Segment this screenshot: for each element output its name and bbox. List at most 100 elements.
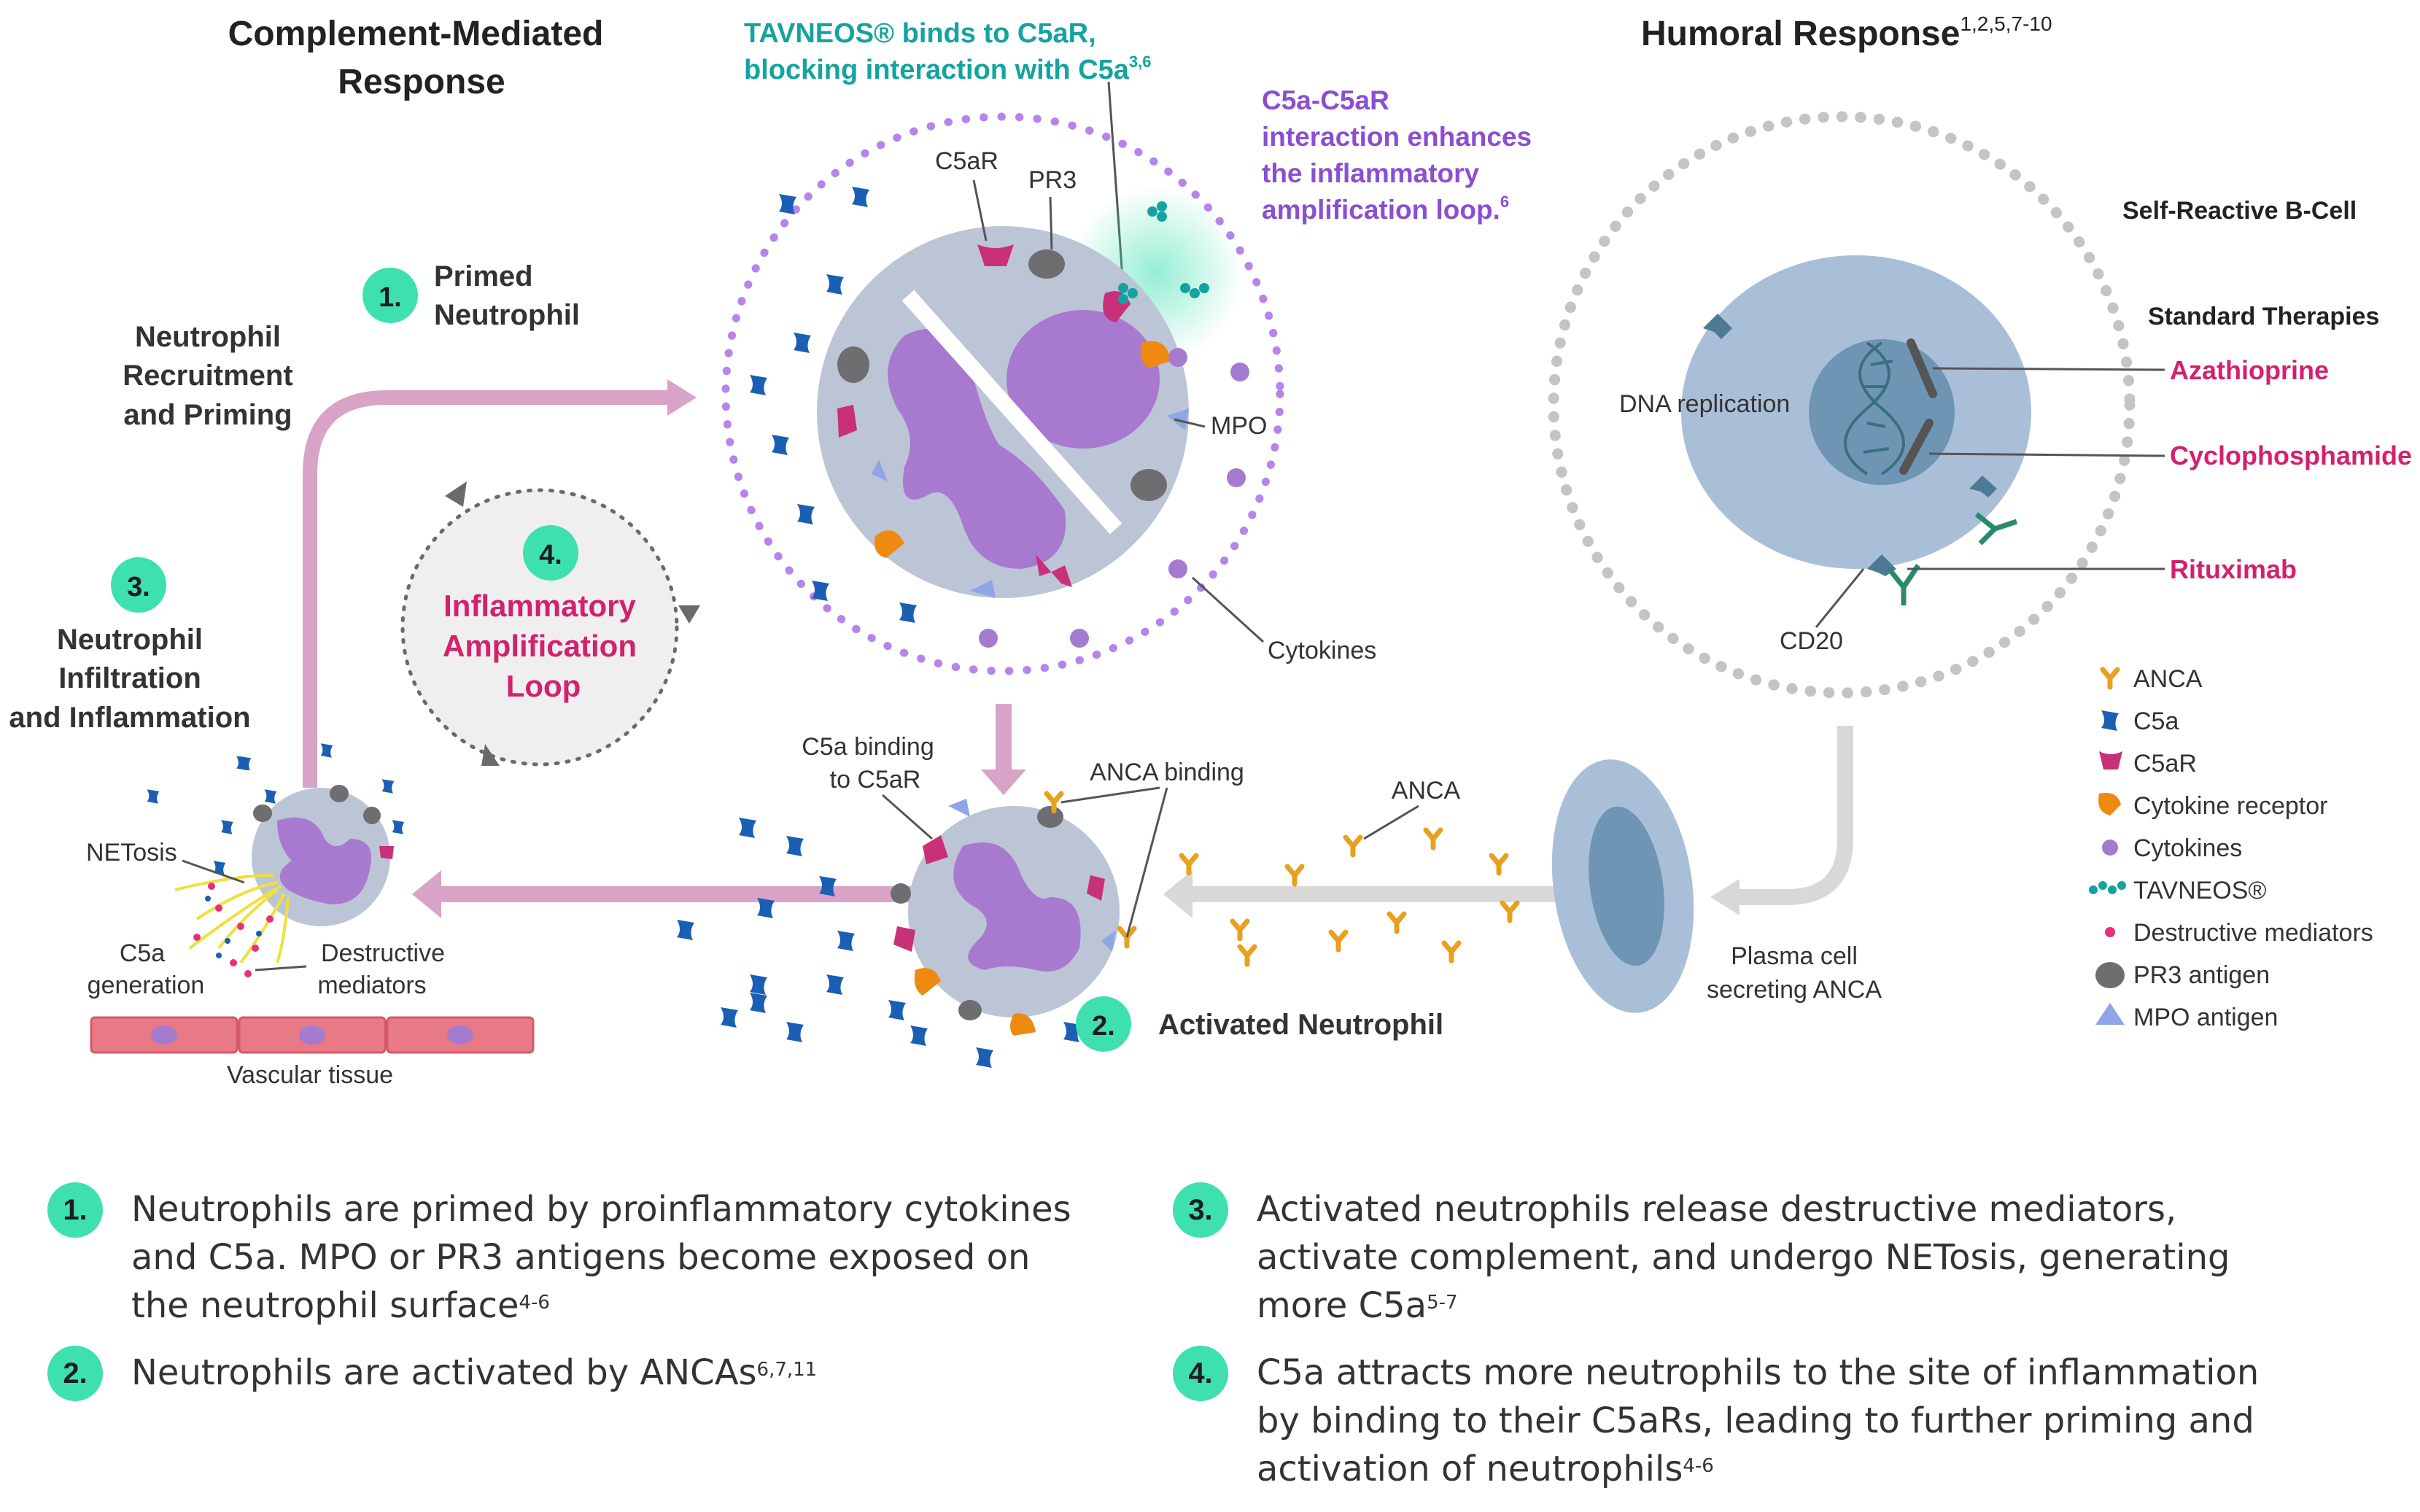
- rituximab-antibodies: [1887, 512, 2018, 605]
- svg-text:Destructive mediators: Destructive mediators: [2133, 919, 2373, 947]
- vascular-tissue: Vascular tissue: [90, 1016, 535, 1089]
- recruitment-arrow: [303, 390, 671, 788]
- b-cell-titles: Self-Reactive B-Cell Standard Therapies: [2122, 197, 2379, 330]
- svg-text:Destructive: Destructive: [321, 939, 445, 967]
- step-item-1: 1. Neutrophils are primed by proinflamma…: [47, 1182, 1098, 1330]
- step-refs-2: 6,7,11: [756, 1359, 818, 1381]
- activated-mpo: [948, 799, 1116, 952]
- svg-text:PR3 antigen: PR3 antigen: [2133, 961, 2270, 989]
- svg-text:Cytokines: Cytokines: [2133, 834, 2242, 862]
- svg-text:Recruitment: Recruitment: [123, 360, 292, 392]
- svg-text:Inflammatory: Inflammatory: [443, 589, 636, 623]
- primed-neutrophil: C5aR PR3 MPO Cytokines: [721, 112, 1376, 675]
- step1-badge-diagram: 1. Primed Neutrophil: [362, 260, 580, 331]
- primed-cell-split: [901, 290, 1122, 535]
- step-item-4: 4. C5a attracts more neutrophils to the …: [1173, 1346, 2267, 1493]
- mpo-pointer: [1174, 418, 1206, 428]
- svg-text:Neutrophil: Neutrophil: [57, 624, 203, 656]
- svg-text:ANCA binding: ANCA binding: [1090, 759, 1244, 786]
- c5ar-pointer: [972, 179, 988, 241]
- step3-badge-diagram: 3. Neutrophil Infiltration and Inflammat…: [9, 557, 251, 734]
- amplification-loop: 4. Inflammatory Amplification Loop: [400, 481, 700, 767]
- primed-nucleus-right: [1007, 310, 1160, 449]
- step-item-2: 2. Neutrophils are activated by ANCAs6,7…: [47, 1346, 1098, 1401]
- destructive-pointer: [255, 965, 307, 972]
- humoral-header: Humoral Response1,2,5,7-10: [1641, 12, 2052, 53]
- svg-text:secreting ANCA: secreting ANCA: [1707, 976, 1882, 1004]
- c5a-c5ar-callout: C5a-C5aR interaction enhances the inflam…: [1262, 85, 1532, 225]
- cytokines-pointer: [1191, 576, 1265, 643]
- primed-c5ar-3: [1036, 554, 1072, 587]
- svg-text:Azathioprine: Azathioprine: [2170, 355, 2329, 385]
- step-badge-2: 2.: [47, 1346, 103, 1401]
- svg-text:and Inflammation: and Inflammation: [9, 702, 250, 734]
- svg-text:mediators: mediators: [317, 972, 426, 999]
- activated-nucleus: [953, 842, 1081, 972]
- svg-text:interaction enhances: interaction enhances: [1262, 122, 1532, 152]
- mechanism-diagram: Complement-Mediated Response Humoral Res…: [9, 12, 2412, 1089]
- svg-text:Response: Response: [338, 63, 505, 101]
- primed-pr3-2: [837, 346, 869, 383]
- step-badge-4: 4.: [1173, 1346, 1228, 1401]
- activated-c5ar: [893, 835, 1105, 952]
- b-cell-to-plasma-arrow-head: [1710, 879, 1740, 915]
- priming-down-arrow: [996, 704, 1012, 773]
- legend: ANCA C5a C5aR Cytokine receptor Cytokine…: [2089, 665, 2373, 1031]
- plasma-cell: Plasma cell secreting ANCA: [1551, 759, 1882, 1013]
- svg-text:ANCA: ANCA: [2133, 665, 2203, 693]
- activated-neutrophil: C5a binding to C5aR ANCA binding 2. Acti…: [677, 733, 1443, 1068]
- step-badge-3: 3.: [1173, 1182, 1228, 1238]
- svg-text:C5a: C5a: [120, 939, 165, 967]
- svg-text:2.: 2.: [1092, 1011, 1115, 1042]
- svg-text:Humoral Response1,2,5,7-10: Humoral Response1,2,5,7-10: [1641, 12, 2052, 53]
- primed-c5ar-1: [977, 244, 1014, 266]
- svg-text:CD20: CD20: [1780, 627, 1843, 655]
- step-text-2: Neutrophils are activated by ANCAs: [131, 1352, 757, 1393]
- svg-text:Cytokines: Cytokines: [1268, 637, 1376, 664]
- step-refs-1: 4-6: [519, 1292, 550, 1314]
- primed-c5ar-2: [837, 405, 857, 438]
- activated-cytokine-receptor: [914, 968, 1036, 1036]
- netosis-pointer: [182, 859, 245, 884]
- primed-cytokine-dots: [979, 348, 1249, 648]
- svg-text:blocking interaction with C5a3: blocking interaction with C5a3,6: [744, 53, 1151, 85]
- svg-text:Infiltration: Infiltration: [58, 662, 201, 694]
- svg-text:Neutrophil: Neutrophil: [434, 299, 580, 331]
- step-refs-4: 4-6: [1683, 1455, 1714, 1477]
- step2-badge-diagram: [1076, 996, 1131, 1052]
- anca-binding-pointer-1: [1060, 786, 1160, 804]
- infiltration-labels: NETosis C5a generation Destructive media…: [86, 839, 445, 999]
- svg-text:and Priming: and Priming: [123, 399, 292, 431]
- step-text-1: Neutrophils are primed by proinflammator…: [131, 1189, 1071, 1326]
- svg-text:Primed: Primed: [434, 260, 533, 292]
- step-text-4: C5a attracts more neutrophils to the sit…: [1257, 1352, 2260, 1489]
- svg-text:MPO antigen: MPO antigen: [2133, 1004, 2278, 1031]
- step-list-right: 3. Activated neutrophils release destruc…: [1173, 1182, 2267, 1512]
- complement-header: Complement-Mediated Response: [228, 15, 604, 101]
- dna-helix: [1844, 341, 1905, 476]
- primed-pr3-1: [1028, 249, 1065, 279]
- netosis-strands: [174, 874, 290, 964]
- anca-flow-arrow-head: [1163, 870, 1192, 918]
- svg-text:Cytokine receptor: Cytokine receptor: [2133, 792, 2327, 820]
- svg-text:Neutrophil: Neutrophil: [135, 321, 281, 353]
- svg-text:TAVNEOS® binds to C5aR,: TAVNEOS® binds to C5aR,: [744, 18, 1096, 49]
- svg-text:the inflammatory: the inflammatory: [1262, 158, 1480, 188]
- svg-text:Vascular tissue: Vascular tissue: [227, 1061, 393, 1089]
- svg-text:3.: 3.: [127, 572, 150, 602]
- svg-text:to C5aR: to C5aR: [830, 766, 921, 794]
- activation-left-arrow: [438, 886, 912, 902]
- therapy-labels: Azathioprine Cyclophosphamide Rituximab: [2170, 355, 2412, 584]
- svg-text:Rituximab: Rituximab: [2170, 554, 2297, 584]
- svg-text:C5a-C5aR: C5a-C5aR: [1262, 85, 1389, 115]
- activation-left-arrow-head: [412, 870, 441, 918]
- activated-pr3: [891, 806, 1063, 1020]
- svg-text:Complement-Mediated: Complement-Mediated: [228, 15, 604, 53]
- therapy-pointers: [1907, 367, 2165, 570]
- svg-text:Amplification: Amplification: [443, 629, 637, 663]
- primed-tavneos-molecules: [1118, 201, 1209, 304]
- self-reactive-b-cell: DNA replication CD20: [1548, 111, 2136, 699]
- svg-text:MPO: MPO: [1211, 412, 1267, 440]
- step-refs-3: 5-7: [1427, 1292, 1458, 1314]
- svg-text:4.: 4.: [539, 540, 562, 570]
